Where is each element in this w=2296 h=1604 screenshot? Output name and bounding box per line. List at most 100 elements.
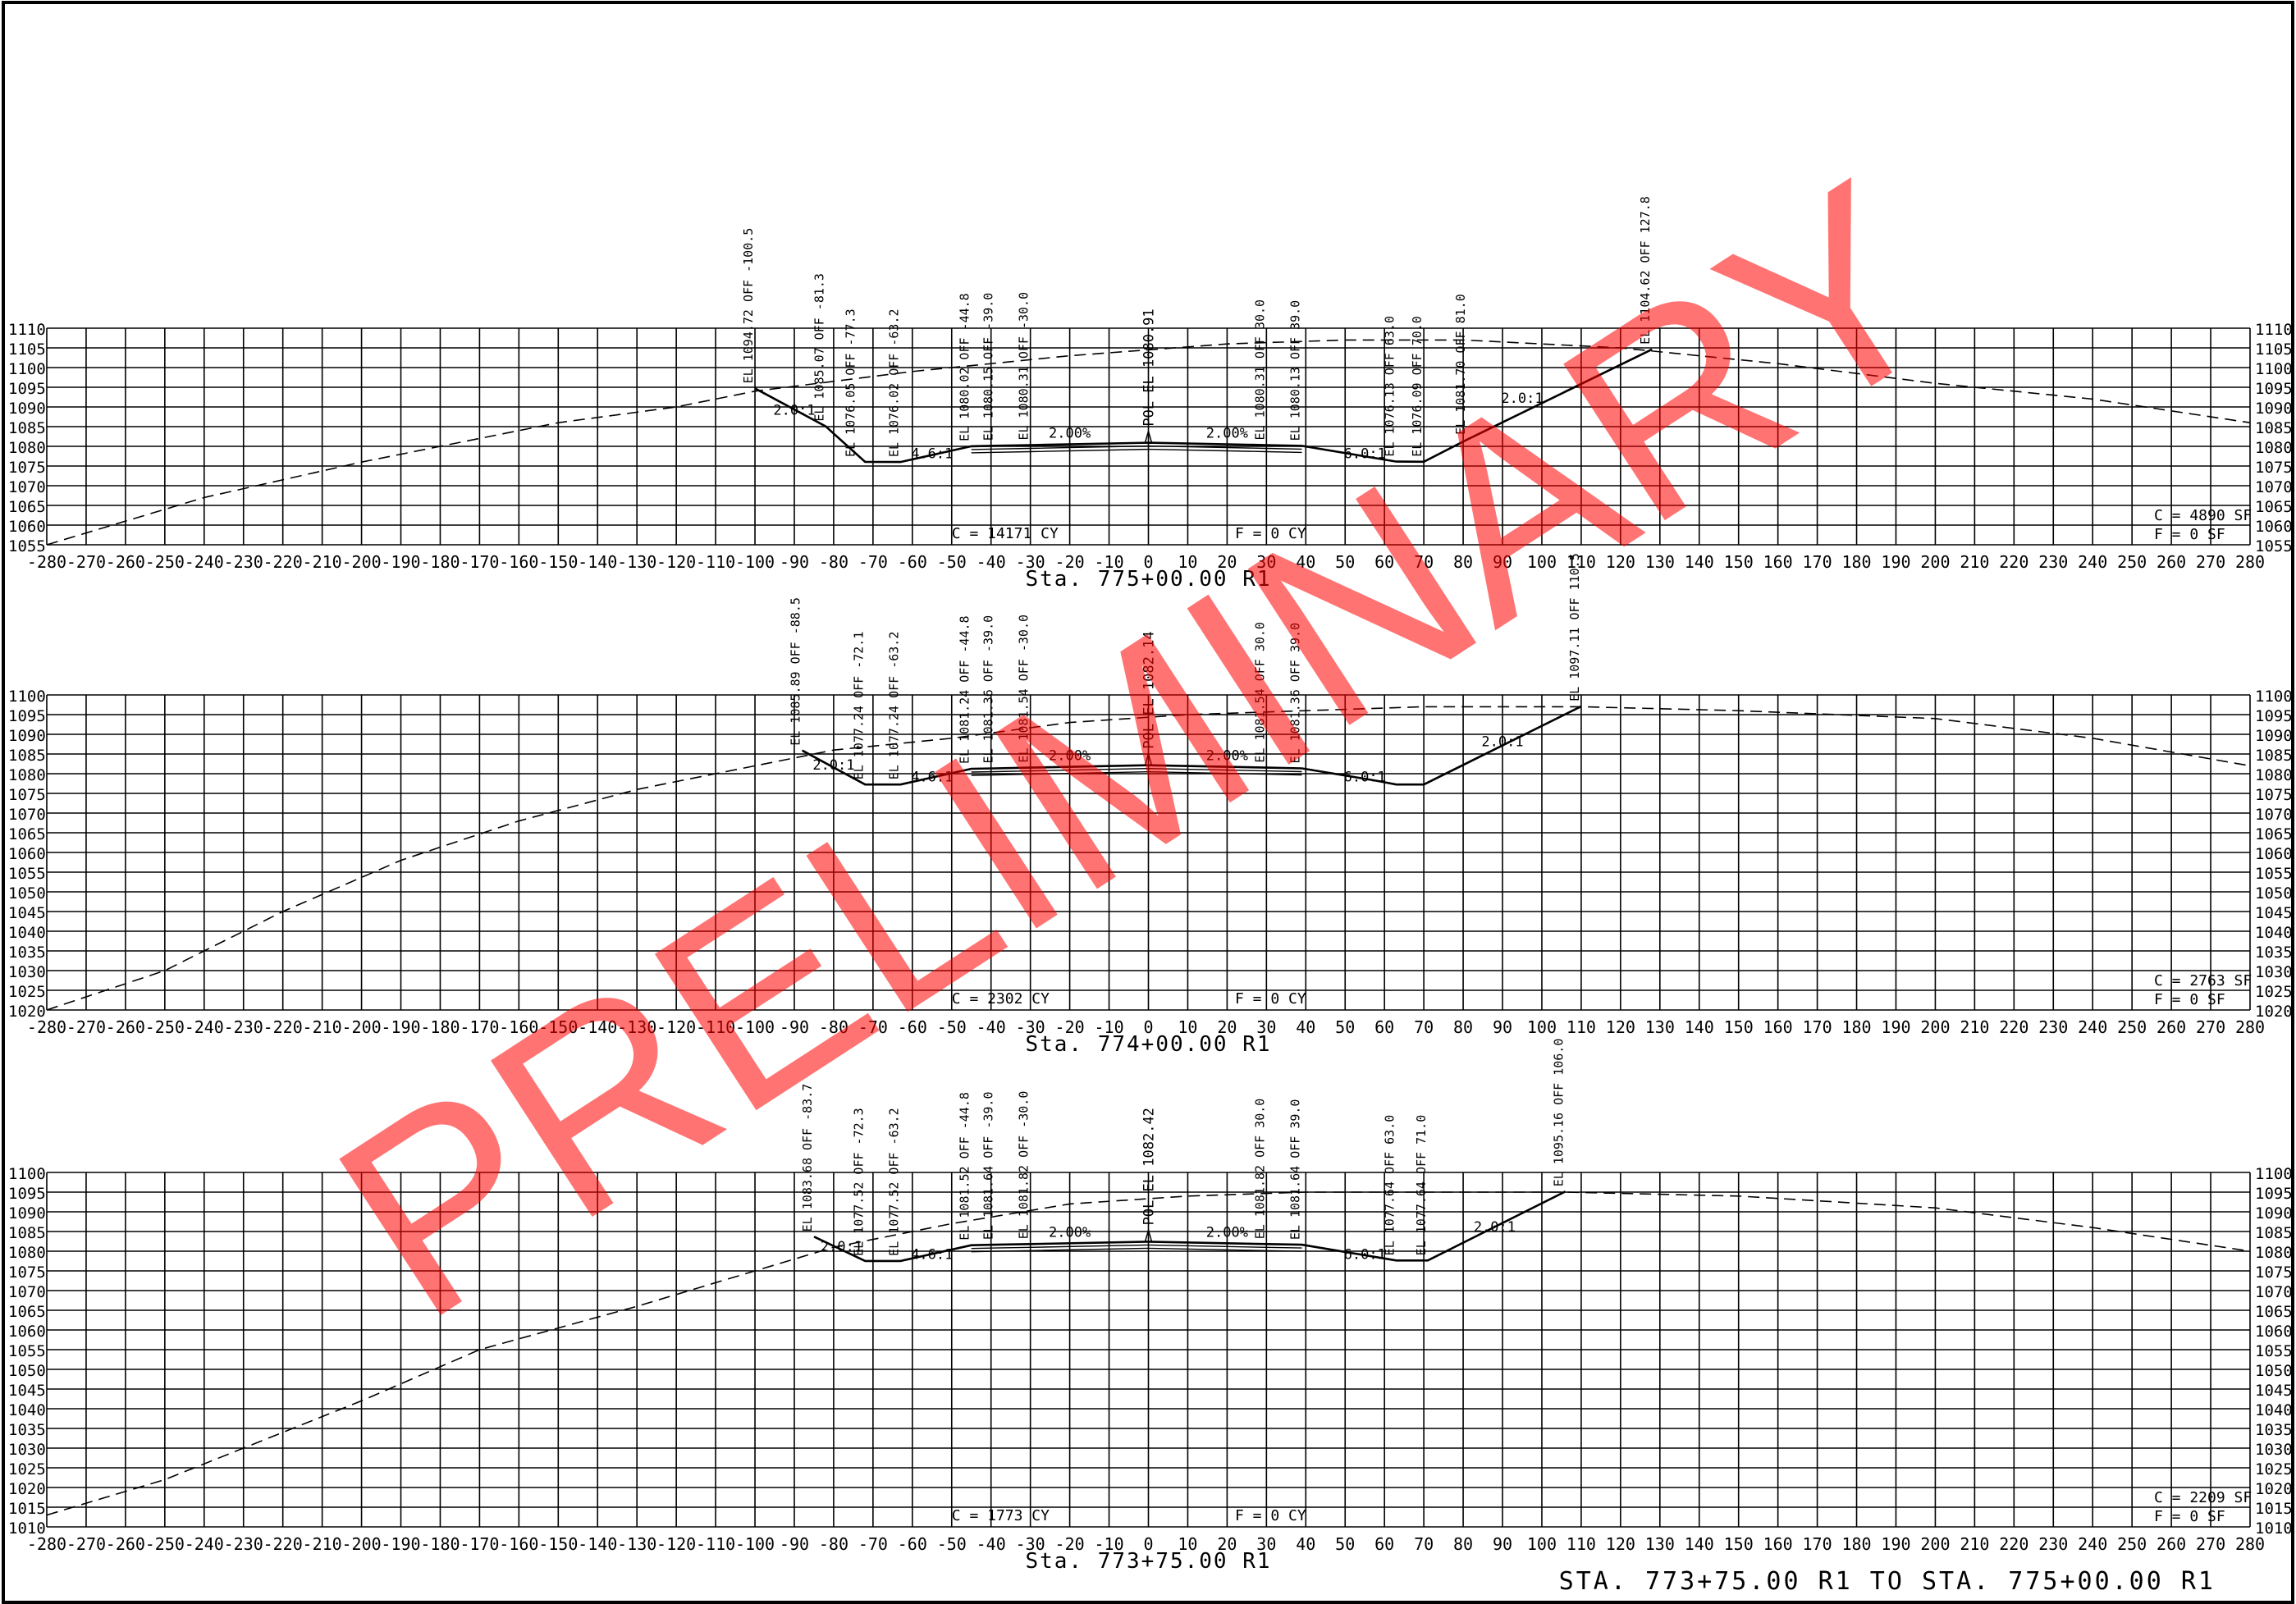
elevation-label-left: 1040 bbox=[8, 1401, 46, 1419]
elevation-label-left: 1100 bbox=[8, 360, 46, 378]
offset-label: 170 bbox=[1803, 552, 1832, 572]
elevation-label-left: 1060 bbox=[8, 1323, 46, 1341]
centerline-marker bbox=[1144, 751, 1153, 766]
offset-label: -70 bbox=[858, 1017, 888, 1037]
elevation-label-right: 1065 bbox=[2255, 825, 2293, 843]
offset-label: 40 bbox=[1296, 1534, 1315, 1554]
elevation-label-right: 1075 bbox=[2255, 1264, 2293, 1282]
offset-label: 260 bbox=[2157, 552, 2186, 572]
offset-label: -230 bbox=[224, 1534, 263, 1554]
offset-label: -210 bbox=[303, 1534, 342, 1554]
offset-label: -110 bbox=[696, 1534, 735, 1554]
elevation-label-left: 1060 bbox=[8, 845, 46, 863]
offset-label: -30 bbox=[1016, 1534, 1045, 1554]
elevation-label-right: 1080 bbox=[2255, 766, 2293, 784]
point-elevation-offset-label: EL 1085.07 OFF -81.3 bbox=[812, 273, 826, 422]
cut-area: C = 2763 SF bbox=[2154, 972, 2252, 989]
point-elevation-offset-label: EL 1081.64 OFF -39.0 bbox=[981, 1092, 996, 1241]
offset-label: 190 bbox=[1881, 1534, 1910, 1554]
offset-label: -240 bbox=[185, 552, 224, 572]
cross-slope-right: 2.00% bbox=[1206, 1224, 1248, 1241]
section-grid bbox=[46, 1172, 2251, 1528]
offset-label: 50 bbox=[1335, 552, 1355, 572]
offset-label: -130 bbox=[617, 1534, 656, 1554]
elevation-label-left: 1095 bbox=[8, 707, 46, 725]
elevation-label-left: 1080 bbox=[8, 766, 46, 784]
offset-label: -20 bbox=[1055, 1534, 1085, 1554]
elevation-label-left: 1055 bbox=[8, 1342, 46, 1360]
elevation-label-right: 1065 bbox=[2255, 498, 2293, 516]
point-elevation-offset-label: EL 1080.02 OFF -44.8 bbox=[958, 293, 972, 441]
offset-label: 220 bbox=[1999, 1534, 2028, 1554]
offset-label: 130 bbox=[1645, 1017, 1675, 1037]
elevation-label-right: 1075 bbox=[2255, 786, 2293, 804]
offset-label: 80 bbox=[1453, 1017, 1473, 1037]
cross-slope-left: 2.00% bbox=[1049, 1224, 1091, 1241]
cross-slope-left: 2.00% bbox=[1049, 426, 1091, 442]
point-elevation-offset-label: EL 1076.02 OFF -63.2 bbox=[886, 308, 901, 457]
offset-label: -180 bbox=[420, 1534, 460, 1554]
offset-label: -10 bbox=[1094, 1534, 1123, 1554]
point-elevation-offset-label: EL 1080.15 OFF -39.0 bbox=[981, 293, 996, 441]
offset-label: -60 bbox=[898, 1534, 927, 1554]
elevation-label-left: 1070 bbox=[8, 478, 46, 496]
offset-label: 240 bbox=[2078, 1534, 2107, 1554]
fill-area: F = 0 SF bbox=[2154, 1508, 2225, 1525]
elevation-label-left: 1035 bbox=[8, 1421, 46, 1439]
cut-volume: C = 1773 CY bbox=[952, 1507, 1050, 1524]
point-elevation-offset-label: EL 1085.89 OFF -88.5 bbox=[789, 597, 803, 746]
offset-label: -80 bbox=[819, 552, 848, 572]
offset-label: -40 bbox=[976, 1017, 1006, 1037]
offset-label: 100 bbox=[1527, 552, 1557, 572]
centerline-marker bbox=[1144, 1227, 1153, 1243]
offset-label: -90 bbox=[780, 1017, 809, 1037]
elevation-label-left: 1105 bbox=[8, 340, 46, 359]
offset-label: 170 bbox=[1803, 1534, 1832, 1554]
centerline-elevation-label: POL EL 1082.14 bbox=[1141, 631, 1158, 748]
offset-label: 0 bbox=[1143, 1534, 1153, 1554]
offset-label: -20 bbox=[1055, 1017, 1085, 1037]
elevation-label-left: 1100 bbox=[8, 688, 46, 706]
offset-label: -260 bbox=[106, 552, 145, 572]
offset-label: 20 bbox=[1217, 552, 1237, 572]
centerline-elevation-label: POL EL 1080.91 bbox=[1141, 308, 1158, 426]
elevation-label-right: 1095 bbox=[2255, 707, 2293, 725]
elevation-label-right: 1020 bbox=[2255, 1480, 2293, 1498]
point-elevation-offset-label: EL 1081.54 OFF 30.0 bbox=[1252, 622, 1267, 763]
offset-label: -180 bbox=[420, 1017, 460, 1037]
offset-label: 90 bbox=[1493, 1017, 1512, 1037]
offset-label: 280 bbox=[2235, 552, 2265, 572]
fill-area: F = 0 SF bbox=[2154, 526, 2225, 543]
offset-label: 30 bbox=[1256, 1017, 1276, 1037]
elevation-label-left: 1030 bbox=[8, 1441, 46, 1459]
elevation-label-right: 1040 bbox=[2255, 1401, 2293, 1419]
elevation-label-right: 1080 bbox=[2255, 439, 2293, 457]
side-slope-label: 6.0:1 bbox=[1344, 770, 1386, 786]
offset-label: -200 bbox=[341, 552, 381, 572]
offset-label: 250 bbox=[2117, 1017, 2147, 1037]
elevation-label-right: 1080 bbox=[2255, 1244, 2293, 1262]
offset-label: 180 bbox=[1841, 552, 1871, 572]
elevation-label-left: 1075 bbox=[8, 786, 46, 804]
offset-label: 270 bbox=[2196, 1017, 2225, 1037]
side-slope-label: 2.0:1 bbox=[821, 1239, 862, 1255]
fill-volume: F = 0 CY bbox=[1235, 990, 1306, 1008]
offset-label: 110 bbox=[1566, 1534, 1596, 1554]
offset-label: 190 bbox=[1881, 1017, 1910, 1037]
offset-label: 70 bbox=[1414, 552, 1434, 572]
elevation-label-right: 1060 bbox=[2255, 518, 2293, 536]
section-grid bbox=[46, 327, 2251, 546]
elevation-label-left: 1065 bbox=[8, 1303, 46, 1321]
offset-label: 200 bbox=[1920, 552, 1950, 572]
offset-label: -270 bbox=[66, 552, 106, 572]
elevation-label-left: 1090 bbox=[8, 727, 46, 745]
point-elevation-offset-label: EL 1080.31 OFF -30.0 bbox=[1017, 292, 1031, 441]
point-elevation-offset-label: EL 1083.68 OFF -83.7 bbox=[800, 1084, 815, 1232]
pavement-layer-1 bbox=[971, 445, 1302, 450]
elevation-label-left: 1100 bbox=[8, 1165, 46, 1183]
offset-label: -50 bbox=[937, 1534, 967, 1554]
section-grid bbox=[46, 694, 2251, 1011]
